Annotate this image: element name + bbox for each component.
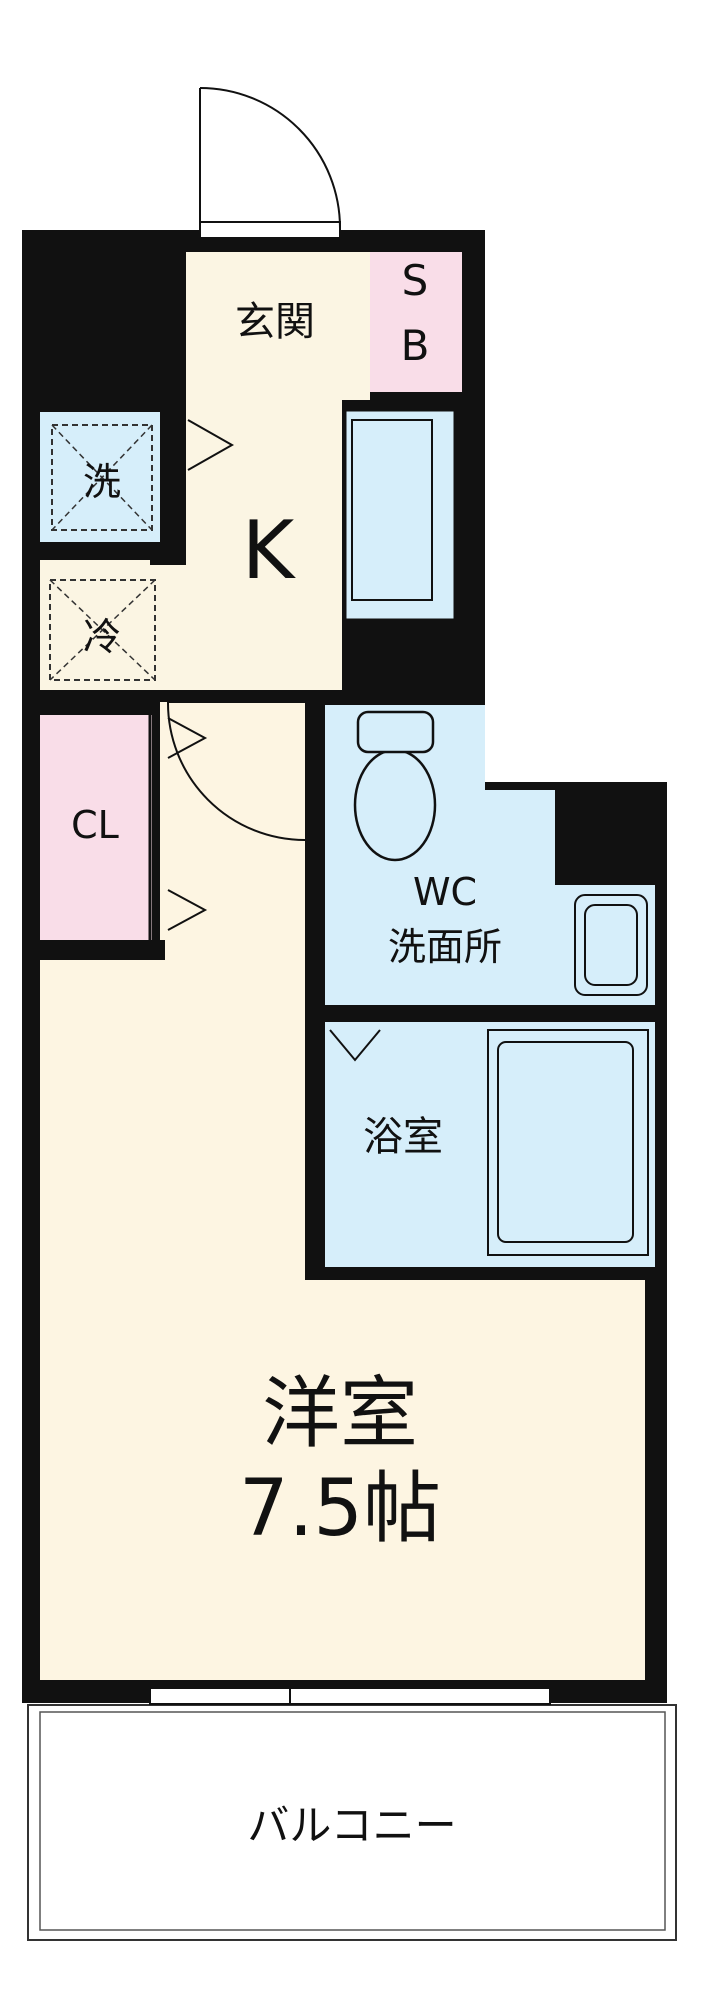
- main-room-floor: [40, 700, 645, 1680]
- label-balcony: バルコニー: [247, 1801, 456, 1850]
- label-washer: 洗: [83, 460, 121, 504]
- label-closet: CL: [71, 803, 119, 847]
- label-shoebox-s: S: [402, 256, 429, 305]
- closet-floor: [40, 715, 152, 940]
- fridge-box: [49, 579, 156, 681]
- washer-box: [51, 424, 153, 531]
- label-kitchen: K: [242, 504, 297, 597]
- label-washroom: 洗面所: [388, 925, 502, 969]
- label-shoebox-b: B: [401, 321, 430, 370]
- label-bath: 浴室: [363, 1114, 443, 1160]
- label-fridge: 冷: [83, 615, 121, 659]
- balcony-area: [27, 1704, 677, 1941]
- label-main-size: 7.5帖: [239, 1464, 441, 1554]
- washroom-sink: [574, 894, 648, 996]
- shoebox-floor: [370, 252, 462, 392]
- sink-basin: [351, 419, 433, 601]
- toilet-tank: [356, 710, 435, 754]
- label-main-room: 洋室: [262, 1369, 418, 1459]
- kitchen-counter: [343, 408, 457, 622]
- kitchen-floor-lower: [40, 560, 342, 690]
- bathtub: [487, 1029, 649, 1256]
- entrance-floor: [186, 252, 370, 400]
- label-wc: WC: [413, 870, 477, 914]
- toilet-bowl: [353, 748, 437, 862]
- label-entrance: 玄関: [235, 299, 315, 345]
